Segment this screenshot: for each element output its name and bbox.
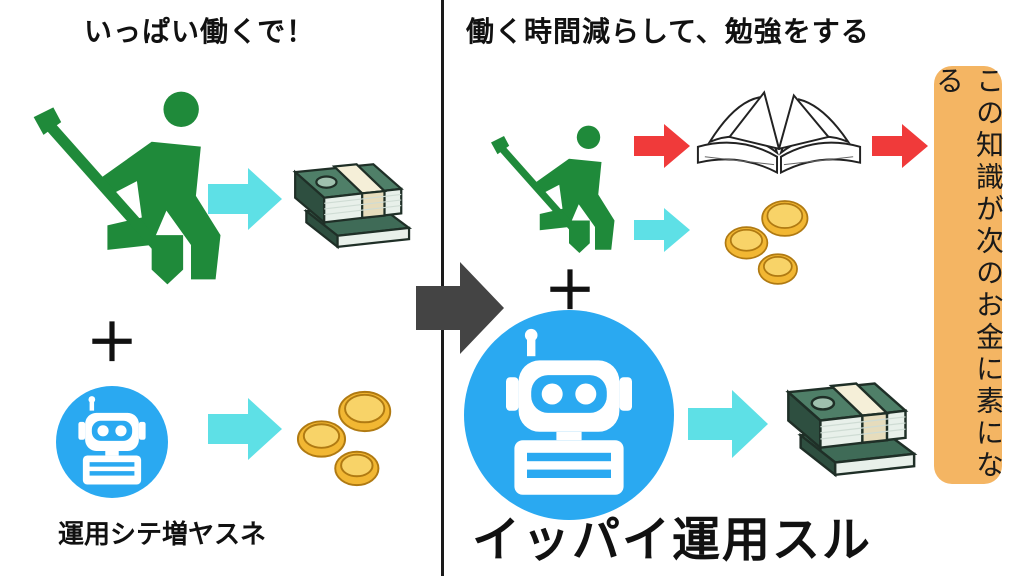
right-heading: 働く時間減らして、勉強をする bbox=[466, 15, 870, 48]
arrow-right-icon bbox=[688, 390, 768, 458]
robot-icon bbox=[464, 310, 674, 520]
left-heading: いっぱい働くで！ bbox=[84, 15, 316, 48]
plus-sign-left: ＋ bbox=[86, 314, 139, 374]
coins-icon bbox=[722, 194, 818, 290]
robot-avatar-small bbox=[56, 386, 168, 498]
right-caption: イッパイ運用スル bbox=[472, 512, 873, 568]
open-book-icon bbox=[690, 86, 868, 178]
red-arrow-right-icon bbox=[634, 124, 690, 168]
robot-avatar-large bbox=[464, 310, 674, 520]
cash-bundle-icon bbox=[284, 142, 418, 258]
arrow-right-icon bbox=[634, 208, 690, 252]
transition-arrow-icon bbox=[416, 262, 504, 354]
arrow-right-icon bbox=[208, 398, 282, 460]
digging-worker-icon bbox=[478, 120, 634, 256]
knowledge-note-text: この知識が次のお金に素になる bbox=[932, 66, 1005, 482]
knowledge-note-pill: この知識が次のお金に素になる bbox=[932, 66, 1005, 484]
left-caption: 運用シテ増ヤスネ bbox=[58, 520, 267, 550]
red-arrow-right-icon bbox=[872, 124, 928, 168]
cash-bundle-icon bbox=[776, 360, 924, 486]
arrow-right-icon bbox=[208, 168, 282, 230]
coins-icon bbox=[294, 384, 402, 492]
plus-sign-right: ＋ bbox=[544, 262, 597, 322]
robot-icon bbox=[56, 386, 168, 498]
